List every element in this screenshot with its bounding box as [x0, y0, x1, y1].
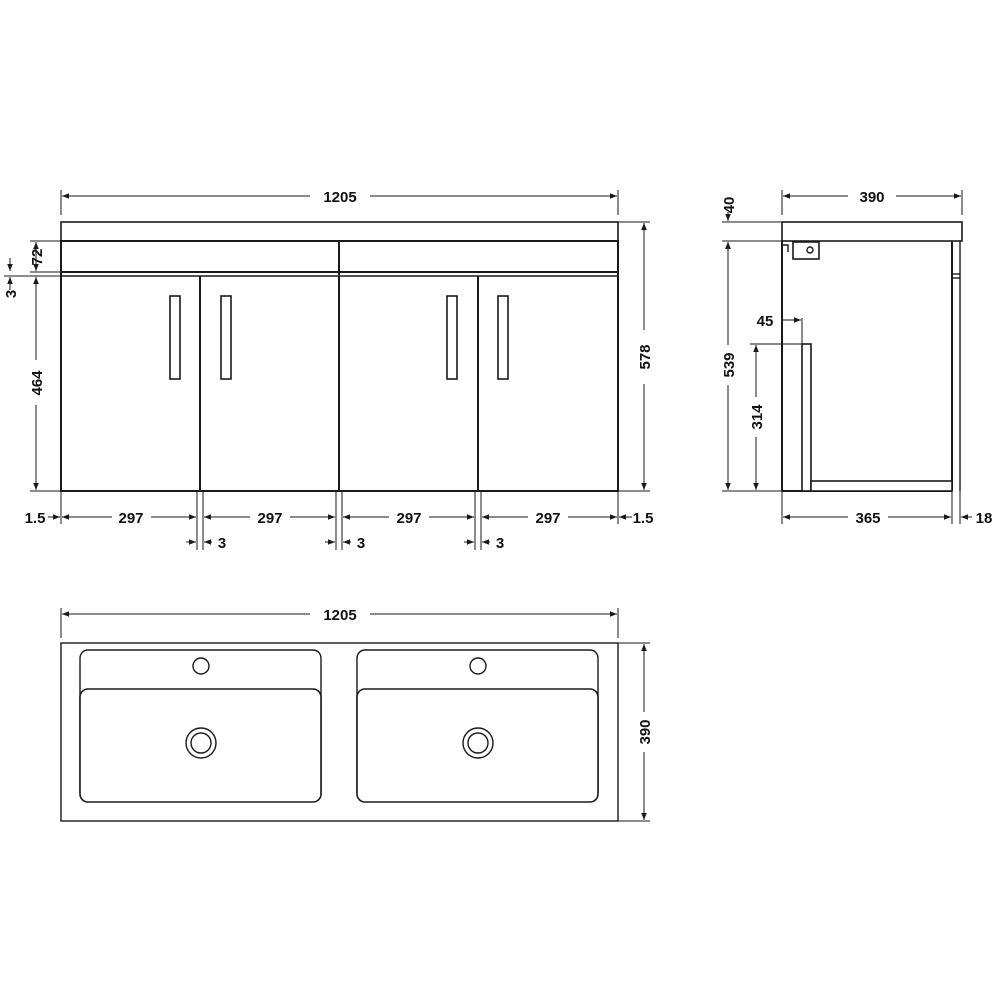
bottom-shelf	[810, 480, 953, 492]
front-overall-width: 1205	[323, 189, 356, 206]
door-handle-2	[220, 295, 232, 380]
basin-1-bowl	[79, 688, 322, 803]
drain-1-inner	[190, 732, 212, 754]
tap-hole-2	[469, 657, 487, 675]
door-gap-1: 3	[218, 535, 226, 552]
side-basin-top	[781, 221, 963, 242]
front-view: 1205 72 3 464 578 1.5 297	[3, 189, 654, 552]
door-handle-3	[446, 295, 458, 380]
door-width-2: 297	[257, 510, 282, 527]
door-width-4: 297	[535, 510, 560, 527]
inner-offset: 45	[757, 313, 774, 330]
front-basin-top	[60, 221, 619, 242]
side-overall-depth: 390	[859, 189, 884, 206]
inner-height: 314	[749, 404, 766, 430]
basin-2-bowl	[356, 688, 599, 803]
door-handle-1	[169, 295, 181, 380]
drain-2-inner	[467, 732, 489, 754]
drawer-height: 72	[29, 249, 46, 266]
top-overall-width: 1205	[323, 607, 356, 624]
drain-2-outer	[462, 727, 494, 759]
door-width-1: 297	[118, 510, 143, 527]
door-width-3: 297	[396, 510, 421, 527]
edge-right: 1.5	[633, 510, 654, 527]
gap-height: 3	[3, 290, 20, 298]
wall-bracket	[792, 241, 820, 260]
body-height: 539	[721, 352, 738, 377]
door-gap-3: 3	[496, 535, 504, 552]
door-gap-2: 3	[357, 535, 365, 552]
top-overall-depth: 390	[637, 719, 654, 744]
tap-hole-1	[192, 657, 210, 675]
side-view: 390 40 539 45 314 365 18	[721, 189, 992, 527]
door-height: 464	[29, 370, 46, 396]
top-view: 1205 390	[60, 607, 654, 822]
drain-1-outer	[185, 727, 217, 759]
top-thickness: 40	[721, 197, 738, 214]
door-thickness: 18	[976, 510, 993, 527]
inner-panel	[801, 343, 812, 492]
cabinet-depth: 365	[855, 510, 880, 527]
door-handle-4	[497, 295, 509, 380]
edge-left: 1.5	[25, 510, 46, 527]
front-overall-height: 578	[637, 344, 654, 369]
top-view-outline	[60, 642, 619, 822]
